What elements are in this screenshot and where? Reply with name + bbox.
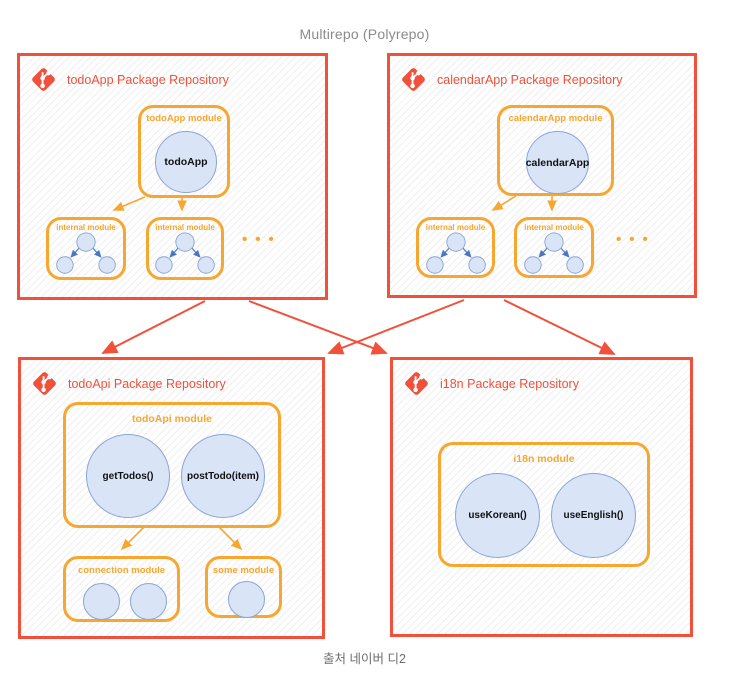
- plain-circle: [228, 581, 265, 618]
- module-box-i18n: i18n module useKorean() useEnglish(): [438, 442, 650, 567]
- module-circle-todoapp: todoApp: [155, 131, 217, 193]
- connection-module-label: connection module: [77, 565, 166, 576]
- internal-module: internal module: [46, 217, 126, 280]
- repo-i18n: i18n Package Repository i18n module useK…: [390, 357, 693, 637]
- internal-module-graph: [56, 232, 116, 274]
- arrow-todoapp-to-i18n: [248, 300, 388, 355]
- internal-module: internal module: [146, 217, 224, 280]
- git-icon: [32, 68, 55, 91]
- module-label: todoApi module: [132, 413, 212, 425]
- arrow-todoapp-to-todoapi: [101, 300, 206, 354]
- module-circle-gettodos: getTodos(): [86, 434, 170, 518]
- arrow-calendarapp-to-todoapi: [327, 299, 465, 355]
- internal-module-label: internal module: [524, 223, 584, 232]
- plain-circle: [130, 583, 167, 620]
- internal-module-label: internal module: [56, 223, 116, 232]
- plain-circle: [83, 583, 120, 620]
- module-circle-calendarapp: calendarApp: [526, 131, 589, 194]
- connection-module: connection module: [63, 556, 180, 622]
- repo-title: i18n Package Repository: [440, 376, 579, 391]
- repo-dependency-arrows: [101, 299, 616, 355]
- module-box-calendarapp: calendarApp module calendarApp: [497, 105, 614, 196]
- repo-header: calendarApp Package Repository: [399, 65, 623, 94]
- module-label: calendarApp module: [508, 113, 603, 124]
- git-icon: [405, 372, 428, 395]
- module-circle-posttodo: postTodo(item): [181, 434, 265, 518]
- diagram-title: Multirepo (Polyrepo): [299, 26, 430, 42]
- ellipsis-dots: •••: [616, 231, 656, 248]
- repo-todoapp: todoApp Package Repository todoApp modul…: [17, 53, 328, 300]
- repo-calendarapp: calendarApp Package Repository calendarA…: [387, 53, 697, 298]
- some-module: some module: [205, 556, 282, 618]
- some-module-label: some module: [212, 565, 275, 576]
- internal-module-graph: [425, 232, 486, 274]
- internal-module-label: internal module: [425, 223, 486, 232]
- arrow-calendarapp-to-i18n: [503, 299, 616, 355]
- ellipsis-dots: •••: [242, 231, 282, 248]
- repo-title: todoApi Package Repository: [68, 376, 226, 391]
- internal-module: internal module: [514, 217, 594, 278]
- module-box-todoapp: todoApp module todoApp: [138, 105, 230, 198]
- internal-module-graph: [155, 232, 215, 274]
- internal-module-label: internal module: [155, 223, 215, 232]
- repo-header: todoApp Package Repository: [29, 65, 229, 94]
- source-caption: 출처 네이버 디2: [323, 652, 406, 666]
- module-circle-useenglish: useEnglish(): [551, 473, 636, 558]
- repo-header: i18n Package Repository: [402, 369, 579, 398]
- git-icon: [402, 68, 425, 91]
- repo-todoapi: todoApi Package Repository todoApi modul…: [18, 357, 325, 639]
- internal-module-graph: [524, 232, 584, 274]
- module-circle-usekorean: useKorean(): [455, 473, 540, 558]
- internal-module: internal module: [416, 217, 495, 278]
- git-icon: [33, 372, 56, 395]
- module-label: todoApp module: [146, 113, 222, 124]
- module-label: i18n module: [513, 453, 575, 465]
- repo-title: calendarApp Package Repository: [437, 72, 623, 87]
- module-box-todoapi: todoApi module getTodos() postTodo(item): [63, 402, 281, 528]
- repo-title: todoApp Package Repository: [67, 72, 229, 87]
- repo-header: todoApi Package Repository: [30, 369, 226, 398]
